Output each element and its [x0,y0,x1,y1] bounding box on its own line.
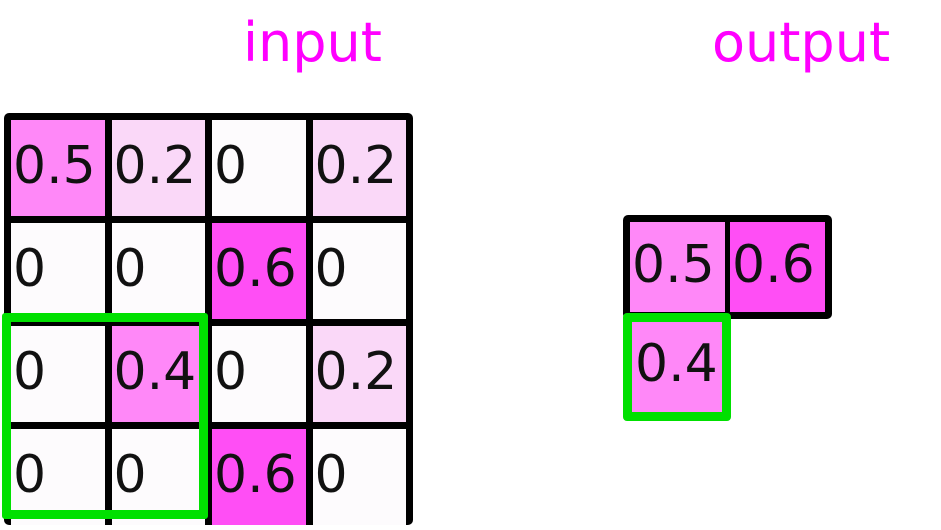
input-cell-value: 0 [13,342,47,402]
input-cell-r4c3[interactable]: 0.6 [212,429,306,525]
output-cell-r1c1[interactable]: 0.5 [630,222,725,312]
input-cell-value: 0.6 [214,445,297,505]
input-cell-r1c4[interactable]: 0.2 [312,120,406,216]
input-cell-r3c1[interactable]: 0 [11,326,105,422]
input-cell-value: 0.2 [314,136,398,196]
output-cell-selected[interactable]: 0.4 [623,313,731,421]
output-cell-value: 0.4 [635,334,718,394]
input-cell-value: 0 [214,342,248,402]
output-grid: 0.5 0.6 [623,215,832,319]
output-cell-r1c2[interactable]: 0.6 [730,222,825,312]
input-grid-row: 0 0.4 0 0.2 [11,326,406,422]
input-cell-r1c3[interactable]: 0 [212,120,306,216]
input-cell-value: 0.5 [13,136,96,196]
input-cell-r1c1[interactable]: 0.5 [11,120,105,216]
input-cell-r3c4[interactable]: 0.2 [312,326,406,422]
output-title: output [712,11,891,74]
input-cell-r1c2[interactable]: 0.2 [111,120,205,216]
input-cell-r2c2[interactable]: 0 [111,223,205,319]
input-title: input [243,11,382,74]
input-cell-r4c1[interactable]: 0 [11,429,105,525]
output-cell-value: 0.5 [632,235,715,295]
input-cell-r3c2[interactable]: 0.4 [111,326,205,422]
input-cell-value: 0.4 [113,342,197,402]
input-grid: 0.5 0.2 0 0.2 0 0 0.6 0 0 0.4 [4,113,413,525]
output-cell-value: 0.6 [732,235,815,295]
output-grid-row: 0.5 0.6 [630,222,825,312]
input-cell-r4c2[interactable]: 0 [111,429,205,525]
input-grid-row: 0 0 0.6 0 [11,429,406,525]
input-cell-r2c3[interactable]: 0.6 [212,223,306,319]
input-cell-value: 0 [13,239,47,299]
input-cell-r2c4[interactable]: 0 [312,223,406,319]
input-cell-value: 0 [314,239,348,299]
input-cell-r3c3[interactable]: 0 [212,326,306,422]
input-cell-value: 0.2 [314,342,398,402]
input-cell-value: 0.6 [214,239,297,299]
input-cell-value: 0 [314,445,348,505]
input-cell-value: 0 [214,136,248,196]
input-cell-r2c1[interactable]: 0 [11,223,105,319]
input-grid-row: 0 0 0.6 0 [11,223,406,319]
input-cell-value: 0.2 [113,136,197,196]
input-cell-value: 0 [113,445,147,505]
input-cell-value: 0 [113,239,147,299]
input-grid-row: 0.5 0.2 0 0.2 [11,120,406,216]
input-cell-value: 0 [13,445,47,505]
input-cell-r4c4[interactable]: 0 [312,429,406,525]
